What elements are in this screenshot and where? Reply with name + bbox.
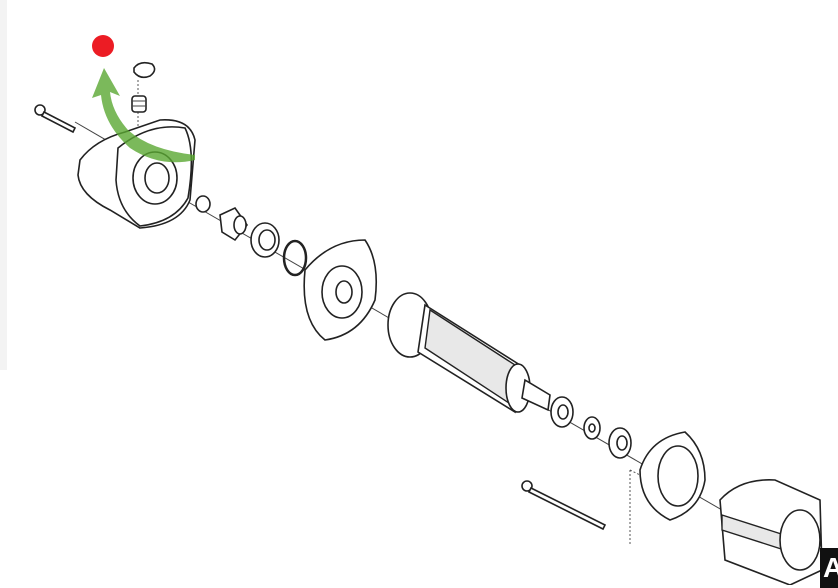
direction-arrow — [92, 68, 195, 163]
housing-screw — [34, 104, 77, 134]
bearing-1 — [250, 222, 280, 258]
field-screw — [521, 480, 607, 531]
gear-housing — [77, 119, 196, 229]
o-ring — [282, 239, 308, 277]
red-marker-dot[interactable] — [92, 35, 114, 57]
bearing-3 — [608, 427, 632, 459]
pinion-gear — [219, 206, 249, 242]
lock-cap — [133, 61, 156, 79]
nut — [195, 195, 211, 213]
bearing-plate — [303, 239, 378, 341]
field-coil — [719, 479, 823, 585]
bearing-2 — [550, 396, 574, 428]
arrow-shape — [92, 68, 195, 163]
lock-spring — [131, 95, 147, 113]
armature — [387, 292, 551, 414]
baffle-ring — [639, 431, 706, 521]
section-label-badge: A — [820, 548, 838, 588]
washer — [583, 416, 601, 440]
left-edge-strip — [0, 0, 7, 370]
